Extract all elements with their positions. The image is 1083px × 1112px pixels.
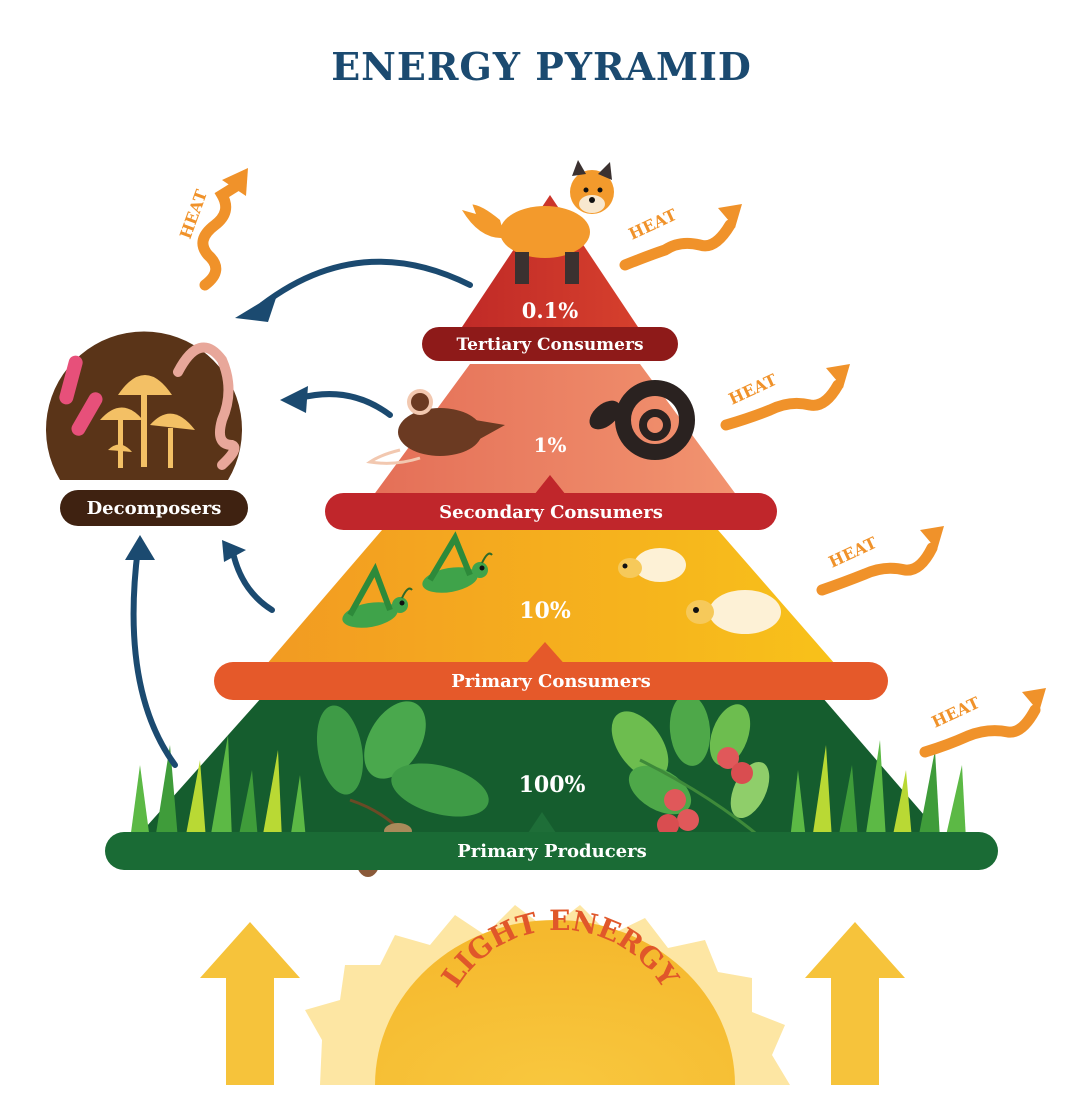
arrowhead-icon bbox=[222, 540, 246, 562]
worm-icon bbox=[173, 342, 240, 470]
percent-tertiary-consumers: 0.1% bbox=[522, 298, 579, 323]
heat-arrowhead-icon bbox=[222, 168, 248, 196]
label-bar-primary-producers bbox=[105, 832, 998, 870]
pyramid-level-primary-consumers: 10% Primary Consumers bbox=[214, 530, 888, 700]
berry-branch-icon bbox=[611, 694, 777, 852]
label-bar-primary-consumers bbox=[214, 662, 888, 700]
label-primary-producers: Primary Producers bbox=[457, 841, 647, 862]
heat-arrow-decomposers: HEAT bbox=[176, 168, 248, 291]
label-bar-tertiary-consumers bbox=[422, 327, 678, 361]
pyramid-level-tertiary-consumers: 0.1% Tertiary Consumers bbox=[422, 160, 678, 361]
grasshopper-icon bbox=[422, 531, 493, 593]
pyramid-level-primary-producers: 100% Primary Producers bbox=[105, 694, 998, 877]
light-arrow-right-icon bbox=[805, 922, 905, 1085]
light-arrow-left-icon bbox=[200, 922, 300, 1085]
percent-primary-producers: 100% bbox=[519, 772, 586, 798]
oak-leaves-icon bbox=[316, 701, 489, 832]
heat-arrow-producers: HEAT bbox=[919, 688, 1046, 758]
fox-icon bbox=[461, 160, 614, 284]
heat-arrowhead-icon bbox=[718, 204, 742, 228]
energy-flow-arrow-primary bbox=[229, 545, 275, 613]
energy-flow-arrow-tertiary bbox=[259, 258, 473, 308]
heat-arrow-tertiary: HEAT bbox=[619, 204, 742, 271]
heat-arrowhead-icon bbox=[826, 364, 850, 388]
bacteria-icon bbox=[59, 355, 103, 436]
heat-arrow-secondary: HEAT bbox=[720, 364, 850, 431]
page-title: ENERGY PYRAMID bbox=[331, 44, 752, 89]
label-secondary-consumers: Secondary Consumers bbox=[439, 502, 663, 523]
heat-arrowhead-icon bbox=[1022, 688, 1046, 712]
mushroom-icon bbox=[100, 375, 195, 468]
arrowhead-icon bbox=[125, 535, 155, 560]
moth-icon bbox=[618, 548, 686, 582]
grass-icon bbox=[130, 735, 966, 840]
energy-flow-arrow-secondary bbox=[297, 391, 393, 418]
label-bar-secondary-consumers bbox=[325, 493, 777, 530]
arrowhead-icon bbox=[280, 386, 308, 413]
label-bar-decomposers bbox=[60, 490, 248, 526]
label-decomposers: Decomposers bbox=[87, 498, 222, 519]
heat-label: HEAT bbox=[626, 205, 680, 244]
moth-icon bbox=[686, 590, 781, 634]
heat-label: HEAT bbox=[726, 370, 780, 409]
snake-icon bbox=[589, 380, 695, 460]
percent-primary-consumers: 10% bbox=[519, 598, 571, 624]
label-tertiary-consumers: Tertiary Consumers bbox=[456, 335, 643, 355]
arrowhead-icon bbox=[235, 292, 278, 322]
heat-arrow-primary: HEAT bbox=[816, 526, 944, 596]
percent-secondary-consumers: 1% bbox=[534, 433, 567, 457]
sun-icon bbox=[305, 905, 790, 1085]
pyramid-level-secondary-consumers: 1% Secondary Consumers bbox=[325, 364, 777, 530]
heat-arrowhead-icon bbox=[920, 526, 944, 550]
grasshopper-icon bbox=[342, 562, 413, 628]
decomposers-group: Decomposers bbox=[45, 331, 248, 526]
energy-flow-arrow-producers bbox=[130, 545, 178, 768]
mouse-icon bbox=[366, 389, 505, 465]
heat-label: HEAT bbox=[929, 693, 983, 732]
label-primary-consumers: Primary Consumers bbox=[451, 671, 651, 692]
